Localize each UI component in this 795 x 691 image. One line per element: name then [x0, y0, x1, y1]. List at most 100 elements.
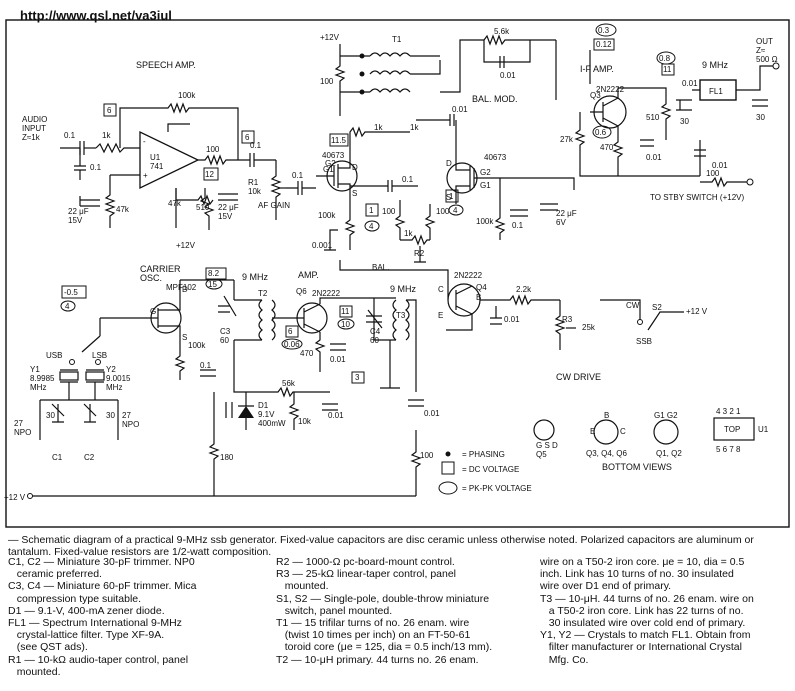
- svg-text:100: 100: [382, 207, 396, 216]
- legend-pk: = PK-PK VOLTAGE: [462, 484, 532, 493]
- svg-text:G2: G2: [480, 168, 491, 177]
- svg-text:30: 30: [46, 411, 55, 420]
- lsb-label: LSB: [92, 351, 107, 360]
- svg-text:0.1: 0.1: [90, 163, 102, 172]
- svg-text:R2: R2: [414, 249, 425, 258]
- svg-text:3: 3: [355, 373, 360, 382]
- svg-text:6: 6: [245, 133, 250, 142]
- svg-text:-0.5: -0.5: [64, 288, 78, 297]
- caption-line: crystal-lattice filter. Type XF-9A.: [8, 629, 165, 642]
- svg-text:+: +: [143, 171, 148, 180]
- ssb-label: SSB: [636, 337, 652, 346]
- q6-part: 2N2222: [312, 289, 341, 298]
- svg-text:5 6 7 8: 5 6 7 8: [716, 445, 741, 454]
- svg-text:30: 30: [756, 113, 765, 122]
- svg-text:Q3, Q4, Q6: Q3, Q4, Q6: [586, 449, 627, 458]
- bal-mod-title: BAL. MOD.: [472, 94, 518, 104]
- u1-opamp: [139, 130, 200, 190]
- svg-text:C: C: [438, 285, 444, 294]
- svg-text:27k: 27k: [560, 135, 574, 144]
- svg-text:1: 1: [369, 206, 374, 215]
- caption-line: T2 — 10-μH primary. 44 turns no. 26 enam…: [276, 653, 479, 666]
- svg-text:4 3 2 1: 4 3 2 1: [716, 407, 741, 416]
- svg-text:S: S: [446, 193, 451, 202]
- q346-package-view: [593, 419, 619, 445]
- svg-text:0.01: 0.01: [328, 411, 344, 420]
- svg-text:E: E: [590, 427, 595, 436]
- svg-text:TOP: TOP: [724, 425, 740, 434]
- svg-text:470: 470: [300, 349, 314, 358]
- amp-title: AMP.: [298, 270, 319, 280]
- source-url: http://www.qsl.net/va3iul: [20, 8, 172, 23]
- svg-text:S: S: [182, 333, 187, 342]
- svg-text:180: 180: [220, 453, 234, 462]
- svg-text:100k: 100k: [476, 217, 494, 226]
- svg-text:0.01: 0.01: [500, 71, 516, 80]
- svg-text:1k: 1k: [374, 123, 383, 132]
- svg-text:47k: 47k: [168, 199, 182, 208]
- svg-text:4: 4: [453, 206, 458, 215]
- caption-line: (twist 10 times per inch) on an FT-50-61: [276, 629, 471, 642]
- legend-dc: = DC VOLTAGE: [462, 465, 519, 474]
- svg-text:0.01: 0.01: [646, 153, 662, 162]
- t3-label: T3: [396, 311, 406, 320]
- svg-text:2.2k: 2.2k: [516, 285, 532, 294]
- svg-text:0.01: 0.01: [330, 355, 346, 364]
- svg-text:C: C: [620, 427, 626, 436]
- svg-text:C2: C2: [84, 453, 95, 462]
- caption-line: 30 insulated wire over cold end of prima…: [540, 617, 746, 630]
- q4-part: 2N2222: [454, 271, 483, 280]
- caption-line: R1 — 10-kΩ audio-taper control, panel: [8, 653, 189, 666]
- q5-part: MPF102: [166, 283, 197, 292]
- svg-text:100: 100: [436, 207, 450, 216]
- caption-line: mounted.: [8, 665, 61, 678]
- svg-text:100: 100: [706, 169, 720, 178]
- caption-col-2: R2 — 1000-Ω pc-board-mount control.R3 — …: [276, 556, 538, 666]
- svg-text:G1 G2: G1 G2: [654, 411, 678, 420]
- caption-line: C3, C4 — Miniature 60-pF trimmer. Mica: [8, 580, 197, 593]
- svg-text:5.6k: 5.6k: [494, 27, 510, 36]
- svg-text:4: 4: [369, 222, 374, 231]
- d1-zener: [238, 406, 254, 418]
- u1-package-view: [713, 417, 755, 441]
- legend-phasing: = PHASING: [462, 450, 505, 459]
- svg-text:11: 11: [663, 65, 672, 74]
- svg-text:470: 470: [600, 143, 614, 152]
- svg-text:U1: U1: [758, 425, 769, 434]
- svg-text:1k: 1k: [404, 229, 413, 238]
- cw-label: CW: [626, 301, 640, 310]
- svg-text:C1: C1: [52, 453, 63, 462]
- if-amp-title: I-F AMP.: [580, 64, 614, 74]
- caption-line: T1 — 15 trifilar turns of no. 26 enam. w…: [276, 617, 470, 630]
- bottom-views-title: BOTTOM VIEWS: [602, 462, 672, 472]
- svg-text:0.1: 0.1: [512, 221, 524, 230]
- q3-part: 2N2222: [596, 85, 625, 94]
- svg-text:B: B: [476, 293, 481, 302]
- t1-label: T1: [392, 35, 402, 44]
- svg-text:1k: 1k: [102, 131, 111, 140]
- fl1-label: FL1: [709, 87, 723, 96]
- svg-text:+12V: +12V: [320, 33, 340, 42]
- svg-text:8.2: 8.2: [208, 269, 220, 278]
- svg-text:0.12: 0.12: [596, 40, 612, 49]
- cw-drive-title: CW DRIVE: [556, 372, 601, 382]
- svg-text:0.06: 0.06: [284, 340, 300, 349]
- svg-text:0.01: 0.01: [504, 315, 520, 324]
- caption-line: mounted.: [276, 580, 329, 593]
- svg-text:Q1, Q2: Q1, Q2: [656, 449, 682, 458]
- svg-text:+12 V: +12 V: [4, 493, 26, 502]
- svg-text:1: 1: [449, 192, 454, 201]
- y2-crystal: [85, 371, 105, 381]
- speech-amp-title: SPEECH AMP.: [136, 60, 196, 70]
- svg-text:510: 510: [646, 113, 660, 122]
- svg-text:100: 100: [420, 451, 434, 460]
- caption-line: D1 — 9.1-V, 400-mA zener diode.: [8, 604, 165, 617]
